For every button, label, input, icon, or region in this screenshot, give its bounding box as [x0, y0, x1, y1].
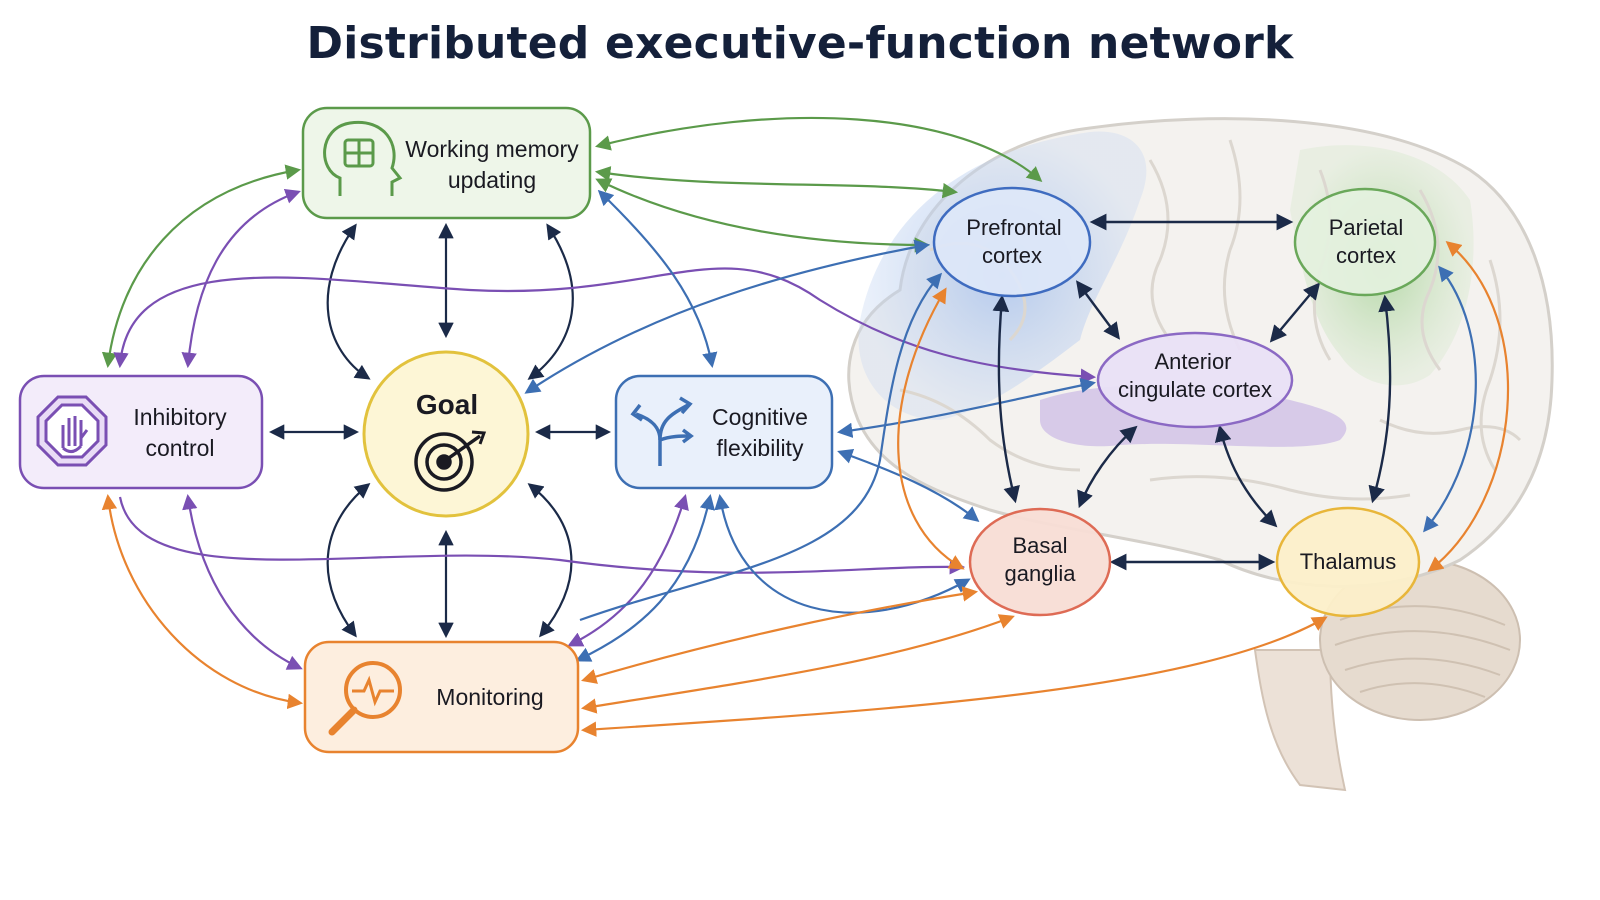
- link-acc-basal: [1077, 425, 1138, 509]
- link-monitoring-prefrontal-blue: [579, 272, 943, 622]
- link-acc-thalamus: [1214, 424, 1278, 528]
- link-flexibility-basal-loop: [714, 493, 971, 614]
- basal-label-2: ganglia: [1005, 561, 1077, 586]
- link-goal-prefrontal-blue: [524, 239, 931, 394]
- link-wm-prefrontal-1: [595, 116, 1043, 183]
- branch-arrows-icon: [630, 396, 694, 466]
- inhibitory-label-1: Inhibitory: [133, 404, 227, 430]
- link-monitoring-basal-1: [581, 586, 979, 684]
- node-goal: Goal: [362, 350, 530, 518]
- link-inhibitory-wm-purple: [181, 188, 301, 369]
- region-thalamus: Thalamus: [1275, 506, 1421, 618]
- magnifier-pulse-icon: [328, 661, 402, 736]
- node-working-memory: Working memory updating: [301, 106, 592, 220]
- link-wm-goal-left: [326, 223, 371, 380]
- link-monitoring-thalamus: [580, 616, 1328, 737]
- link-flexibility-acc: [836, 377, 1097, 439]
- function-connections: [101, 116, 1509, 737]
- inhibitory-label-2: control: [145, 435, 214, 461]
- link-flexibility-wm: [597, 189, 718, 369]
- link-wm-prefrontal-2: [594, 166, 959, 199]
- link-inhibitory-monitoring: [182, 493, 303, 670]
- region-connections: [992, 213, 1395, 571]
- flexibility-label-1: Cognitive: [712, 404, 808, 430]
- region-parietal-cortex: Parietal cortex: [1293, 187, 1437, 297]
- node-cognitive-flexibility: Cognitive flexibility: [614, 374, 834, 490]
- stop-hand-icon: [36, 395, 108, 467]
- basal-label-1: Basal: [1012, 533, 1067, 558]
- link-prefrontal-basal: [992, 294, 1020, 504]
- link-mon-goal-left: [326, 483, 371, 638]
- region-basal-ganglia: Basal ganglia: [968, 507, 1112, 617]
- node-monitoring: Monitoring: [303, 640, 580, 754]
- prefrontal-label-2: cortex: [982, 243, 1042, 268]
- working-memory-label-2: updating: [448, 167, 536, 193]
- acc-label-1: Anterior: [1154, 349, 1231, 374]
- goal-label: Goal: [416, 389, 478, 420]
- link-parietal-acc: [1269, 282, 1321, 343]
- link-thalamus-parietal-orange: [1427, 241, 1509, 572]
- link-inhibitory-basal: [118, 496, 966, 575]
- link-thalamus-parietal-blue: [1423, 265, 1477, 533]
- link-wm-inhibitory-green: [101, 164, 302, 369]
- parietal-label-1: Parietal: [1329, 215, 1404, 240]
- link-monitoring-inhibitory: [101, 493, 304, 710]
- working-memory-label-1: Working memory: [405, 136, 579, 162]
- parietal-label-2: cortex: [1336, 243, 1396, 268]
- acc-label-2: cingulate cortex: [1118, 377, 1272, 402]
- flexibility-label-2: flexibility: [717, 435, 804, 461]
- region-prefrontal-cortex: Prefrontal cortex: [932, 186, 1092, 298]
- monitoring-label: Monitoring: [436, 684, 543, 710]
- region-anterior-cingulate-cortex: Anterior cingulate cortex: [1096, 331, 1294, 429]
- node-inhibitory-control: Inhibitory control: [18, 374, 264, 490]
- target-icon: [414, 430, 487, 492]
- head-grid-icon: [323, 120, 403, 196]
- link-prefrontal-basal-orange: [897, 287, 965, 570]
- link-flexibility-monitoring-blue: [575, 493, 715, 662]
- link-wm-goal-right: [527, 223, 574, 380]
- prefrontal-label-1: Prefrontal: [966, 215, 1061, 240]
- link-parietal-thalamus: [1368, 294, 1395, 504]
- link-wm-prefrontal-3: [595, 178, 931, 253]
- link-prefrontal-acc: [1076, 280, 1120, 340]
- thalamus-label: Thalamus: [1300, 549, 1397, 574]
- diagram-title: Distributed executive-function network: [306, 18, 1294, 69]
